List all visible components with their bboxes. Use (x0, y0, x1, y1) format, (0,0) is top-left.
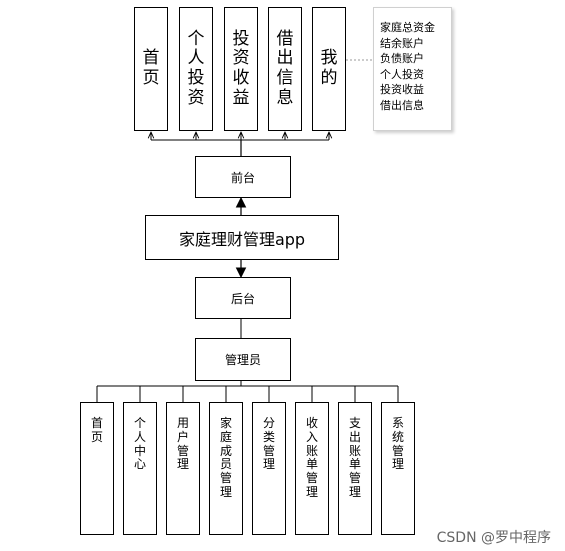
frontend-module-lending-info: 借出信息 (268, 7, 302, 131)
app-root-node: 家庭理财管理app (145, 215, 339, 260)
note-item: 家庭总资金 (380, 21, 435, 34)
backend-module-home: 首页 (80, 402, 114, 535)
note-item: 个人投资 (380, 67, 424, 81)
note-item: 借出信息 (380, 98, 424, 112)
mine-submodules-note: 家庭总资金 结余账户 负债账户 个人投资 投资收益 借出信息 (373, 7, 452, 131)
backend-module-expense-bill-management: 支出账单管理 (338, 402, 372, 535)
frontend-module-home: 首页 (134, 7, 168, 131)
note-item: 结余账户 (380, 36, 424, 50)
backend-module-category-management: 分类管理 (252, 402, 286, 535)
watermark: CSDN @罗中程序 (436, 530, 551, 546)
backend-module-income-bill-management: 收入账单管理 (295, 402, 329, 535)
backend-module-system-management: 系统管理 (381, 402, 415, 535)
frontend-module-investment-income: 投资收益 (224, 7, 258, 131)
backend-module-family-member-management: 家庭成员管理 (209, 402, 243, 535)
backend-node: 后台 (195, 277, 291, 319)
note-item: 投资收益 (380, 83, 424, 96)
frontend-module-mine: 我的 (312, 7, 346, 131)
admin-node: 管理员 (195, 338, 291, 381)
note-item: 负债账户 (380, 52, 424, 65)
backend-module-personal-center: 个人中心 (123, 402, 157, 535)
backend-module-user-management: 用户管理 (166, 402, 200, 535)
frontend-node: 前台 (195, 156, 291, 198)
frontend-module-personal-investment: 个人投资 (179, 7, 213, 131)
